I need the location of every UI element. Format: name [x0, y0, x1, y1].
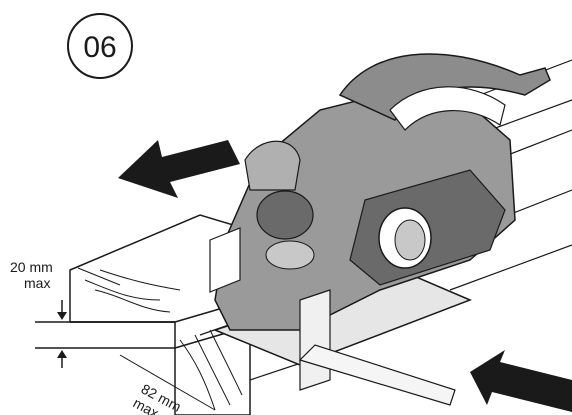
depth-stop-bracket	[209, 227, 241, 293]
fence-rail	[298, 344, 456, 406]
depth-dimension: 20 mm max	[10, 259, 121, 368]
depth-scale	[265, 240, 315, 270]
depth-knob	[256, 190, 314, 240]
depth-value: 20 mm	[10, 259, 53, 275]
feed-direction-arrow	[118, 140, 240, 198]
electric-planer	[209, 53, 551, 406]
depth-qualifier: max	[24, 275, 50, 291]
parallel-fence	[299, 289, 331, 391]
front-grip	[244, 140, 301, 191]
push-direction-arrow	[470, 350, 572, 412]
step-circle	[67, 13, 133, 79]
handle-grip-opening	[389, 86, 506, 131]
step-number: 06	[83, 31, 116, 64]
step-badge: 06	[67, 13, 133, 79]
chip-port-inner	[394, 219, 426, 261]
